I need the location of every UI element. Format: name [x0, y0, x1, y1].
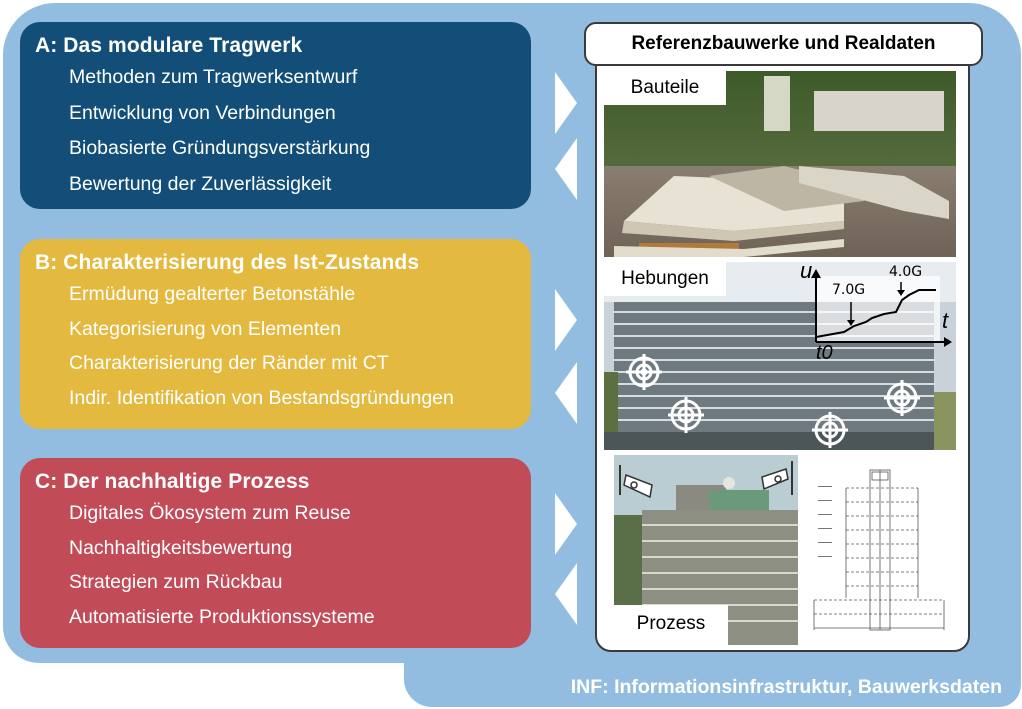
- panel-c-item: Automatisierte Produktionssysteme: [69, 605, 375, 628]
- panel-b-characterization: B: Charakterisierung des Ist-Zustands Er…: [20, 239, 531, 429]
- panel-c-sustainable-process: C: Der nachhaltige Prozess Digitales Öko…: [20, 458, 531, 648]
- photo-hebungen: Hebungen u t t0 7.0G 4.0G: [604, 262, 956, 450]
- photo-label-bauteile: Bauteile: [604, 71, 726, 105]
- panel-c-item: Digitales Ökosystem zum Reuse: [69, 502, 351, 524]
- panel-a-item: Bewertung der Zuverlässigkeit: [69, 172, 332, 195]
- panel-b-title: B: Charakterisierung des Ist-Zustands: [35, 251, 420, 274]
- infrastructure-label: INF: Informationsinfrastruktur, Bauwerks…: [570, 676, 1002, 698]
- graph-annotation-7g: 7.0G: [832, 282, 866, 298]
- panel-a-title: A: Das modulare Tragwerk: [35, 34, 303, 57]
- arrow-left-icon: [555, 362, 577, 424]
- panel-a-modular-structure: A: Das modulare Tragwerk Methoden zum Tr…: [20, 22, 531, 209]
- panel-c-item: Nachhaltigkeitsbewertung: [69, 536, 293, 559]
- arrow-right-icon: [555, 289, 577, 351]
- photo-label-hebungen: Hebungen: [604, 262, 726, 296]
- panel-b-item: Kategorisierung von Elementen: [69, 317, 342, 340]
- photo-prozess: Prozess: [614, 455, 798, 645]
- camera-icon: [619, 465, 653, 499]
- arrow-left-icon: [555, 138, 577, 200]
- arrow-left-icon: [555, 563, 577, 625]
- section-drawing: [810, 458, 948, 646]
- panel-c-item: Strategien zum Rückbau: [69, 571, 283, 593]
- panel-a-item: Entwicklung von Verbindungen: [69, 101, 336, 124]
- panel-b-item: Charakterisierung der Ränder mit CT: [69, 352, 389, 374]
- panel-b-item: Indir. Identifikation von Bestandsgründu…: [69, 386, 454, 409]
- arrow-right-icon: [555, 72, 577, 134]
- graph-y-axis-label: u: [800, 262, 813, 283]
- graph-x-axis-label: t: [942, 308, 949, 333]
- panel-a-item: Methoden zum Tragwerksentwurf: [69, 66, 358, 88]
- graph-annotation-4g: 4.0G: [889, 264, 923, 280]
- target-icon: [626, 354, 662, 390]
- photo-bauteile: Bauteile: [604, 71, 956, 257]
- panel-c-title: C: Der nachhaltige Prozess: [35, 470, 310, 493]
- photo-label-prozess: Prozess: [614, 605, 728, 643]
- graph-origin-label: t0: [816, 342, 833, 364]
- reference-title: Referenzbauwerke und Realdaten: [584, 22, 983, 66]
- panel-a-item: Biobasierte Gründungsverstärkung: [69, 137, 371, 159]
- displacement-graph: [811, 269, 952, 347]
- arrow-right-icon: [555, 493, 577, 555]
- panel-b-item: Ermüdung gealterter Betonstähle: [69, 283, 356, 305]
